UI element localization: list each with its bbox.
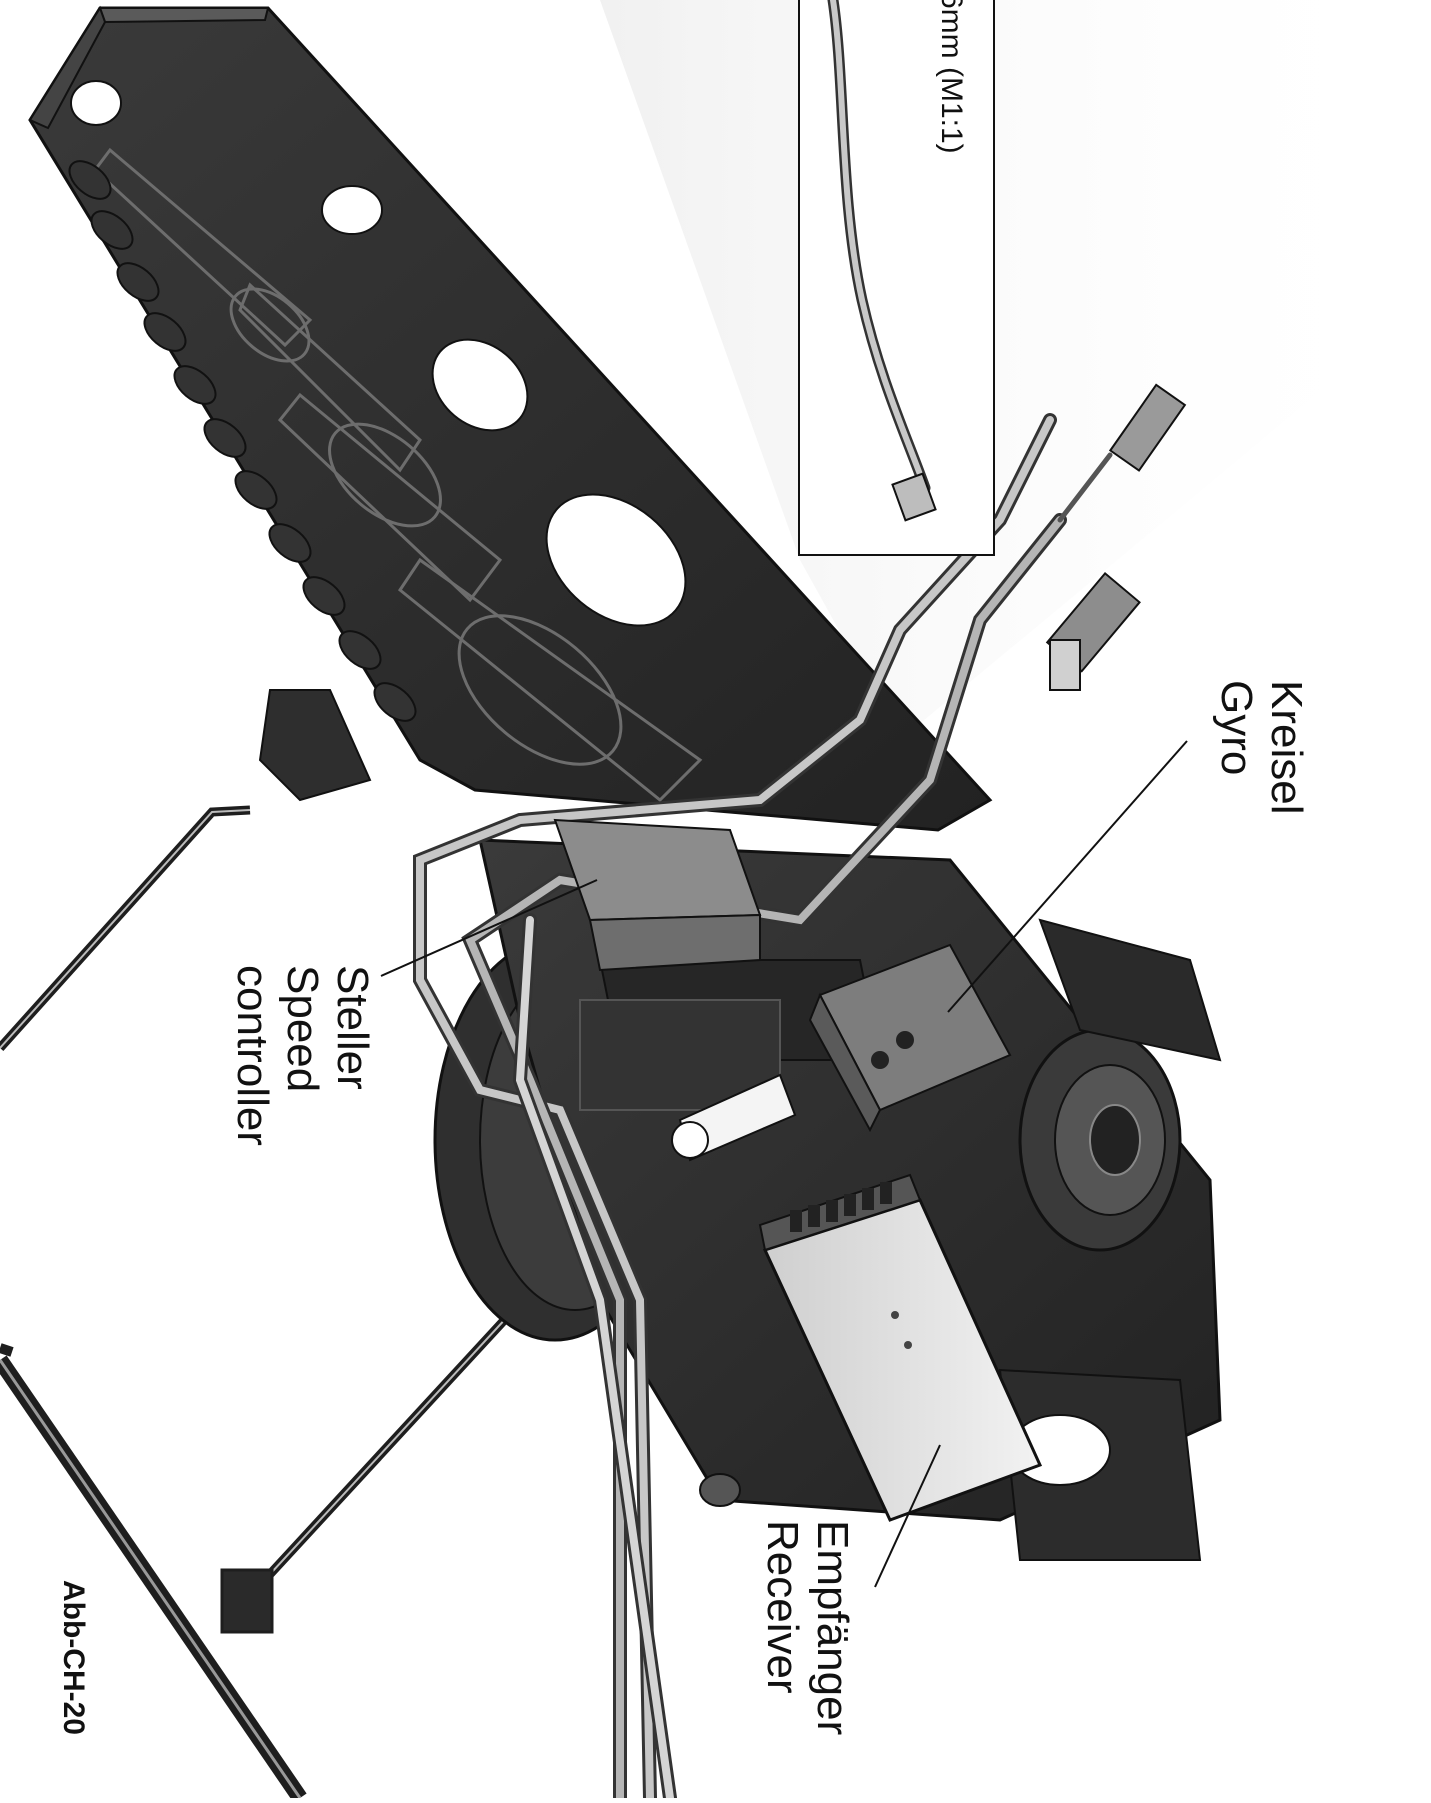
gyro-label-en: Gyro bbox=[1212, 680, 1261, 776]
gyro-component bbox=[808, 943, 1012, 1133]
receiver-label-en: Receiver bbox=[758, 1520, 807, 1694]
leader-lines bbox=[380, 740, 1188, 1588]
speed-controller-label-en-2: controller bbox=[228, 965, 277, 1146]
speed-controller-label-en-1: Speed bbox=[278, 965, 327, 1093]
inset-box bbox=[798, 0, 995, 556]
figure-id: Abb-CH-20 bbox=[57, 1580, 90, 1735]
gyro-label-de: Kreisel bbox=[1262, 680, 1311, 815]
connectors bbox=[1045, 383, 1187, 691]
tail-boom bbox=[28, 5, 993, 832]
receiver-component bbox=[758, 1173, 1043, 1522]
wiring-harness bbox=[413, 413, 1113, 1803]
speed-controller-label-de: Steller bbox=[328, 965, 377, 1090]
receiver-label-de: Empfänger bbox=[808, 1520, 857, 1736]
main-frame bbox=[433, 838, 1222, 1561]
inset-scale-label: 6mm (M1:1) bbox=[935, 0, 968, 154]
speed-controller-component bbox=[553, 818, 762, 972]
